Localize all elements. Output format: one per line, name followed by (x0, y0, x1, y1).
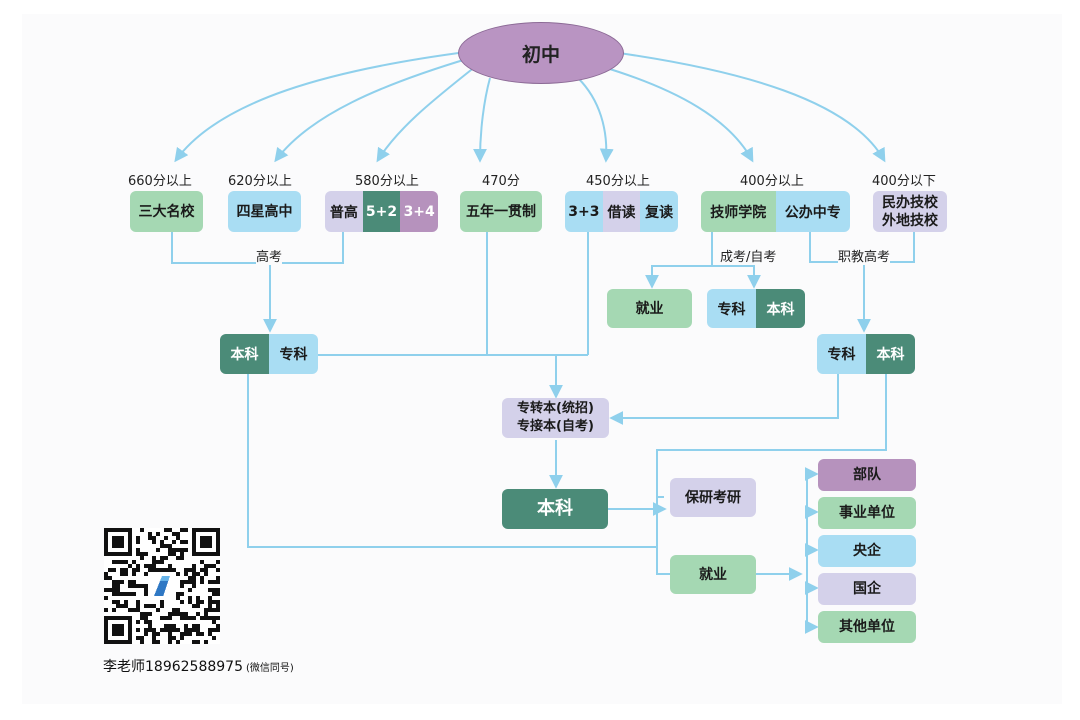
node-bachelor-college-left: 本科 专科 (220, 334, 318, 374)
root-node-junior-high: 初中 (458, 22, 624, 84)
score-label: 400分以下 (872, 174, 936, 189)
path-label-chengkao: 成考/自考 (720, 246, 777, 265)
node-private-tech-line2: 外地技校 (882, 212, 938, 229)
score-label: 470分 (482, 174, 520, 189)
node-five-year: 五年一贯制 (460, 191, 542, 232)
node-3plus4: 3+4 (400, 191, 438, 232)
node-employment: 就业 (670, 555, 756, 594)
node-public-secondary: 公办中专 (775, 191, 850, 232)
qr-code-icon (104, 528, 220, 644)
score-label: 580分以上 (355, 174, 419, 189)
node-postgrad: 保研考研 (670, 478, 756, 517)
path-label-zhijiao: 职教高考 (838, 246, 891, 265)
node-employer-other: 其他单位 (818, 611, 916, 643)
score-label: 450分以上 (586, 174, 650, 189)
contact-note: (微信同号) (245, 663, 294, 674)
path-label-gaokao: 高考 (256, 246, 283, 265)
node-four-star-high: 四星高中 (228, 191, 301, 232)
score-label: 660分以上 (128, 174, 192, 189)
node-repeat-group: 3+3 借读 复读 (565, 191, 678, 232)
contact-name-phone: 李老师18962588975 (103, 659, 243, 675)
node-general-high: 普高 (325, 191, 363, 232)
node-employer-institution: 事业单位 (818, 497, 916, 529)
node-repeat-study: 复读 (640, 191, 678, 232)
node-upgrade-line2: 专接本(自考) (517, 419, 594, 434)
node-technician-college: 技师学院 (701, 191, 776, 232)
contact-info: 李老师18962588975(微信同号) (103, 656, 294, 676)
node-upgrade-bachelor: 专转本(统招) 专接本(自考) (502, 398, 609, 438)
node-3plus3: 3+3 (565, 191, 603, 232)
score-label: 400分以上 (740, 174, 804, 189)
node-college-bachelor-right: 专科 本科 (817, 334, 915, 374)
node-college-mid: 专科 (707, 289, 756, 328)
score-label: 620分以上 (228, 174, 292, 189)
node-vocational-group: 技师学院 公办中专 (701, 191, 850, 232)
node-college-bachelor-mid: 专科 本科 (707, 289, 805, 328)
node-general-high-group: 普高 5+2 3+4 (325, 191, 438, 232)
node-upgrade-line1: 专转本(统招) (517, 401, 594, 416)
node-college-left: 专科 (269, 334, 318, 374)
node-bachelor-left: 本科 (220, 334, 269, 374)
node-private-tech: 民办技校 外地技校 (873, 191, 947, 232)
node-employer-central-soe: 央企 (818, 535, 916, 567)
node-bachelor-main: 本科 (502, 489, 608, 529)
node-employer-soe: 国企 (818, 573, 916, 605)
node-borrow-study: 借读 (602, 191, 641, 232)
node-private-tech-line1: 民办技校 (882, 194, 938, 211)
node-5plus2: 5+2 (362, 191, 401, 232)
node-employer-army: 部队 (818, 459, 916, 491)
node-college-right: 专科 (817, 334, 866, 374)
node-top-schools: 三大名校 (130, 191, 203, 232)
node-bachelor-mid: 本科 (756, 289, 805, 328)
node-employment-top: 就业 (607, 289, 692, 328)
node-bachelor-right: 本科 (866, 334, 915, 374)
